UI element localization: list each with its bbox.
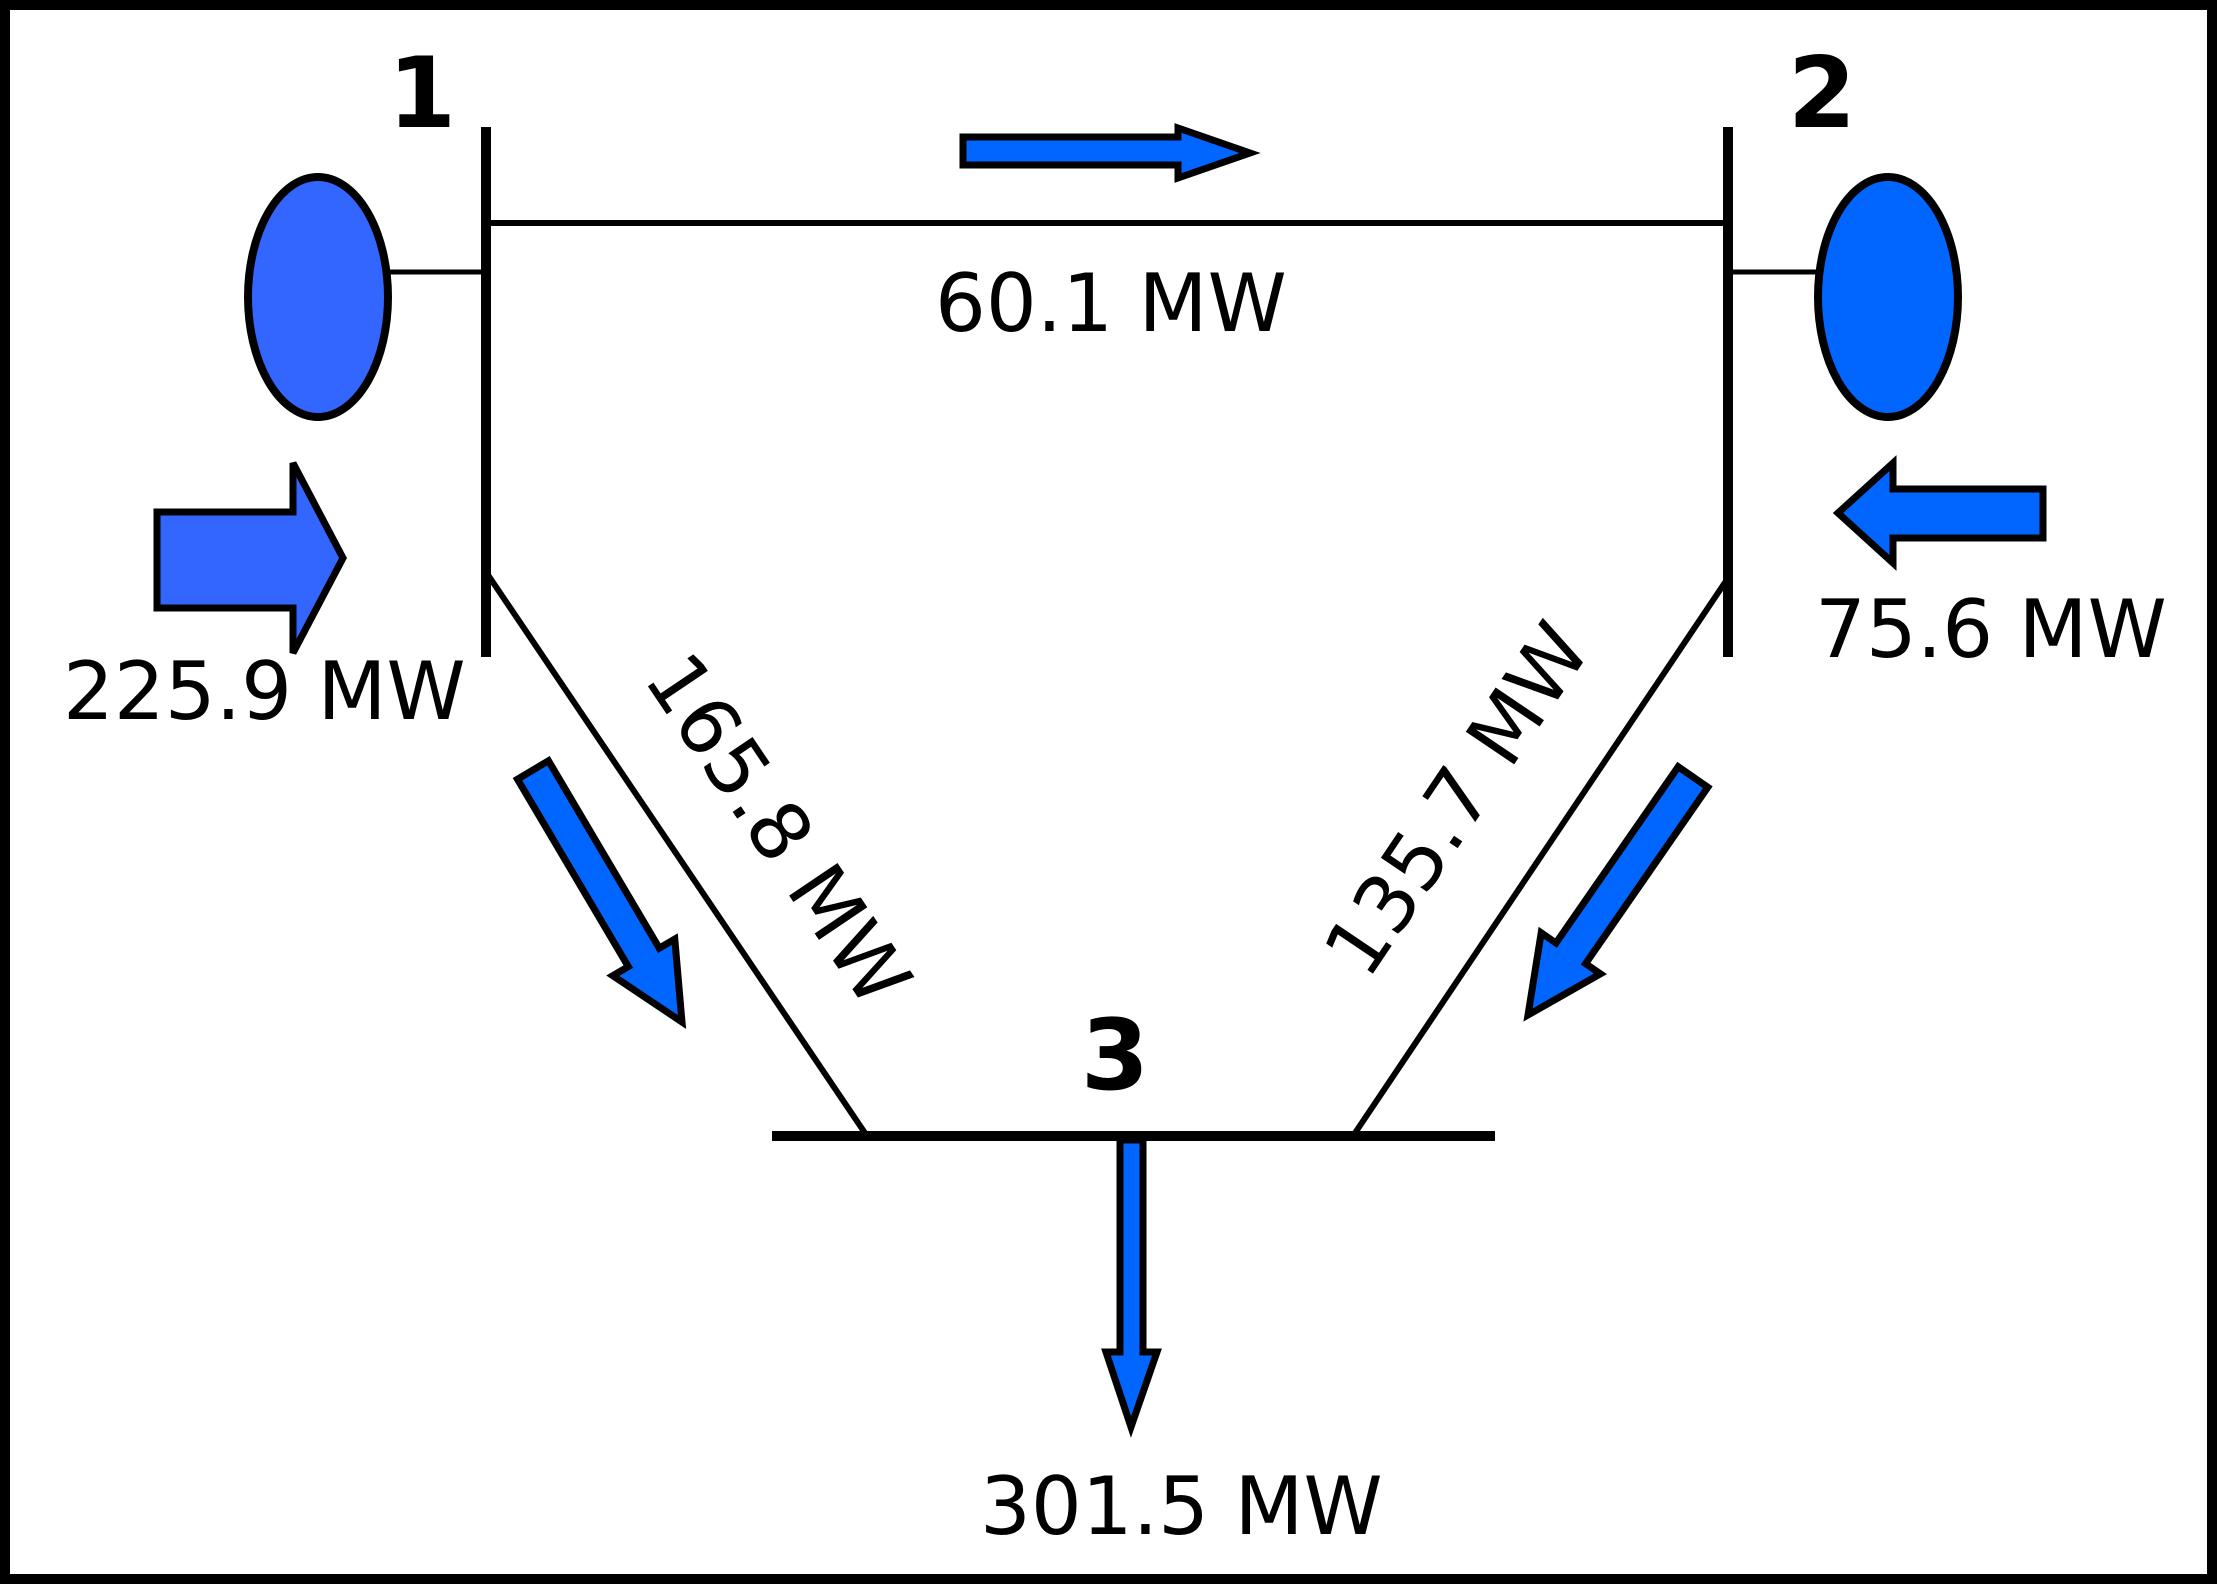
flow-arrow-bus1-bus2 [959,123,1261,183]
flow-arrow-bus2-bus3 [1523,761,1713,1022]
injection-label-bus2: 75.6 MW [1815,583,2167,676]
load-label-bus3: 301.5 MW [980,1460,1383,1553]
injection-arrow-bus2 [1832,455,2047,571]
generator2-symbol [1814,173,1962,421]
bus3-label: 3 [1081,999,1149,1113]
flow-arrow-bus1-bus3 [512,756,687,1029]
line-bus1-bus3 [483,570,870,1138]
flow-label-bus1-bus2: 60.1 MW [935,257,1287,350]
load-arrow-bus3 [1101,1136,1162,1438]
injection-arrow-bus1 [153,461,347,655]
injection-label-bus1: 225.9 MW [63,645,466,738]
generator1-symbol [244,173,392,421]
line-bus2-bus3 [1350,576,1731,1138]
bus1-label: 1 [388,37,456,151]
bus2-label: 2 [1788,37,1856,151]
